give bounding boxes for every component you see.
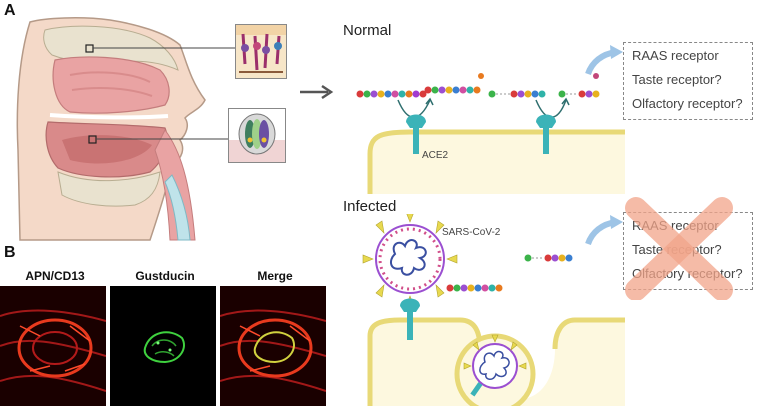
panel-label-b: B	[4, 244, 16, 261]
peptide-chain-free	[446, 284, 503, 292]
normal-receptor-olfactory: Olfactory receptor?	[632, 96, 743, 111]
normal-receptor-box: RAAS receptor Taste receptor? Olfactory …	[623, 42, 753, 120]
peptide-chain-4	[558, 90, 600, 98]
micrograph-gustducin	[110, 286, 216, 406]
peptide-chain-3	[488, 90, 546, 98]
panel-label-a: A	[4, 2, 16, 19]
normal-title: Normal	[343, 22, 392, 39]
peptide-chain-1	[356, 90, 427, 98]
normal-receptor-taste: Taste receptor?	[632, 72, 722, 87]
ace2-receptor-2	[536, 114, 556, 154]
micrograph-title-merge: Merge	[257, 269, 293, 283]
infected-title: Infected	[343, 198, 397, 215]
micrograph-title-apn: APN/CD13	[25, 269, 85, 283]
virus-label: SARS-CoV-2	[442, 227, 501, 238]
blocked-cross-icon	[625, 197, 733, 300]
peptide-chain-free-2	[524, 254, 573, 262]
micrograph-merge	[220, 286, 326, 406]
peptide-chain-2	[424, 86, 481, 94]
ace2-receptor-1	[406, 114, 426, 154]
micrograph-apn	[0, 286, 106, 406]
micrograph-title-gustducin: Gustducin	[135, 269, 195, 283]
ace2-receptor-bound	[400, 298, 420, 340]
infected-cell-diagram: SARS-CoV-2	[362, 214, 625, 406]
head-anatomy-illustration	[16, 17, 235, 241]
olfactory-epithelium-inset	[235, 24, 287, 79]
transition-arrow-icon	[300, 84, 334, 100]
ace2-label: ACE2	[422, 150, 449, 161]
sars-cov-2-virus-endosome	[463, 334, 527, 397]
normal-receptor-raas: RAAS receptor	[632, 48, 719, 63]
taste-bud-inset	[228, 108, 286, 163]
normal-cell-diagram: ACE2	[356, 45, 625, 194]
